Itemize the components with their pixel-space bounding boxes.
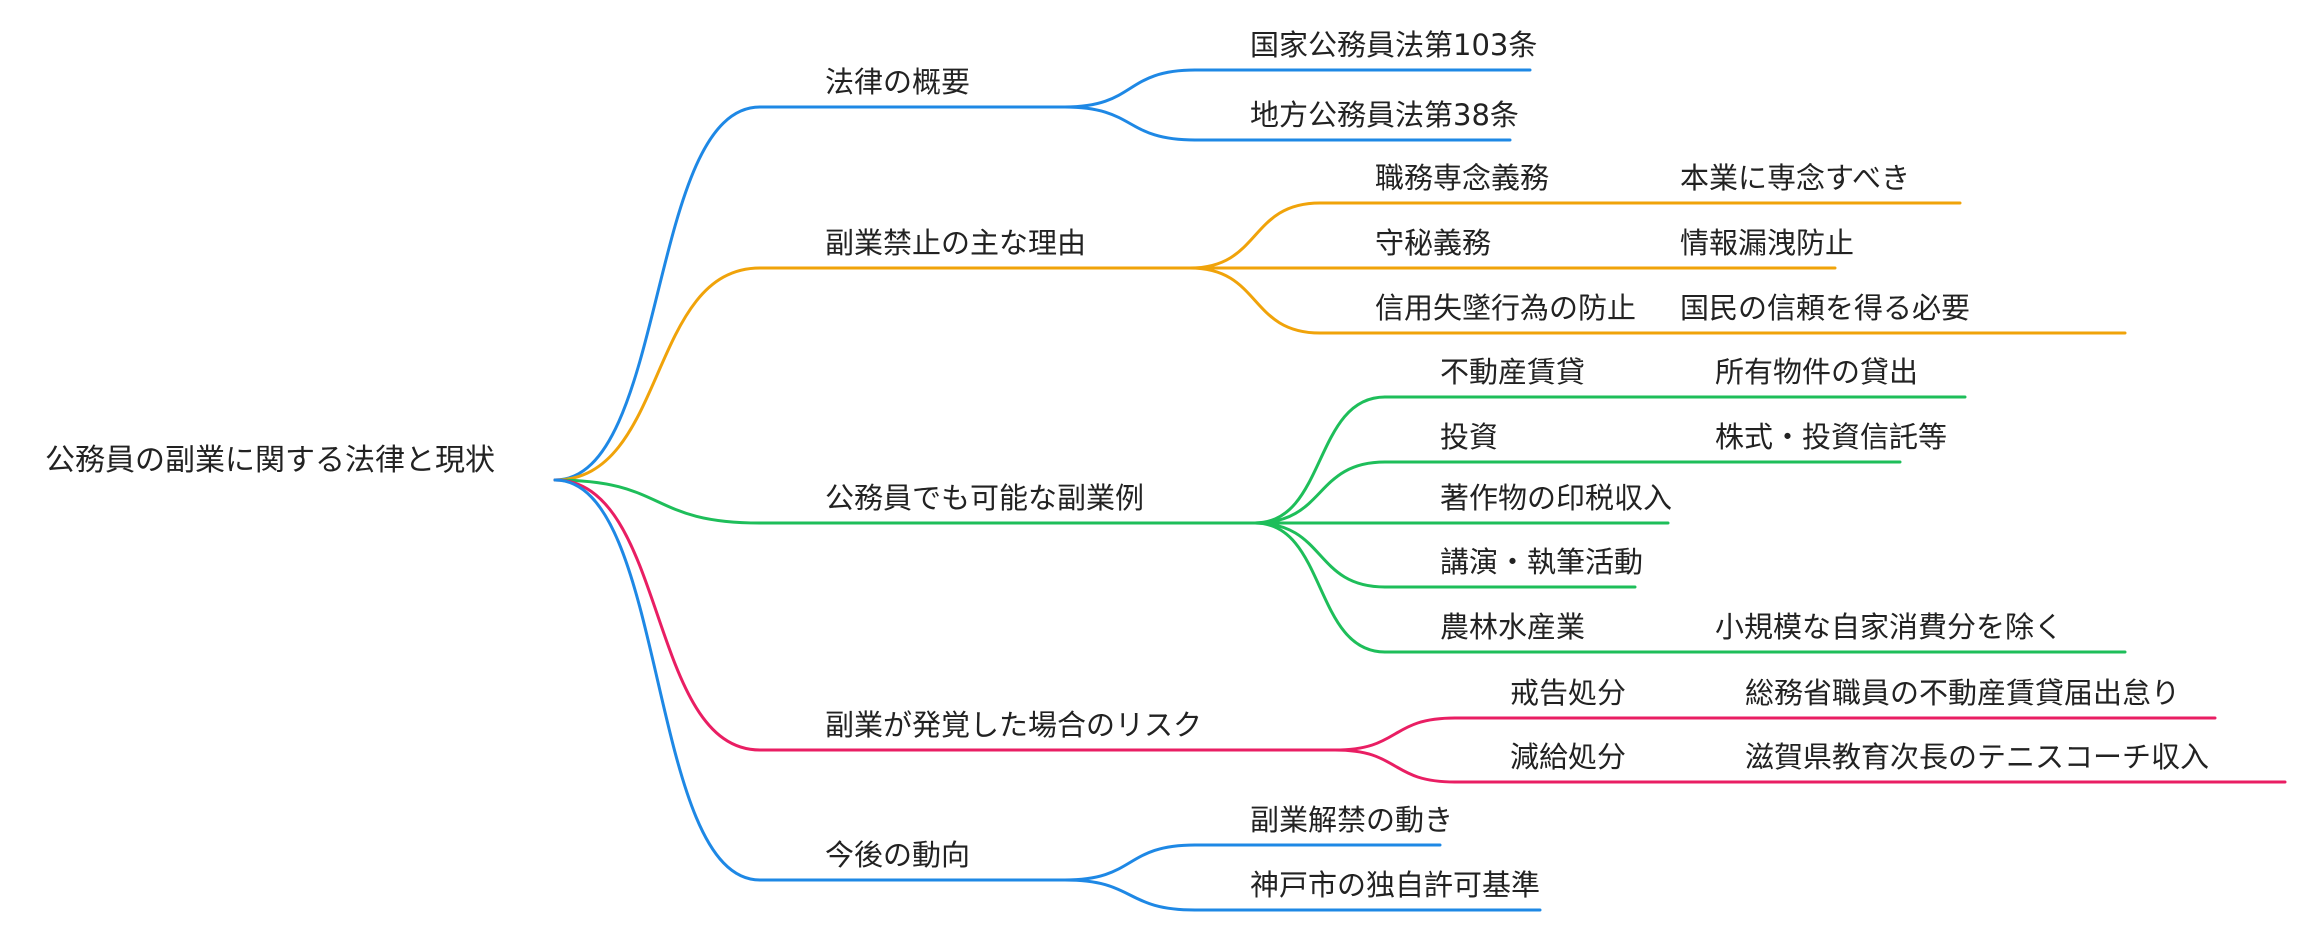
branch-2-child-3-label: 信用失墜行為の防止 [1375, 291, 1636, 325]
edge-root-branch-5 [553, 478, 762, 882]
branch-4-label: 副業が発覚した場合のリスク [825, 708, 1202, 742]
edge-branch-1-child-2 [1063, 105, 1197, 142]
branch-1-child-2-label: 地方公務員法第38条 [1250, 98, 1519, 132]
edge-branch-2-child-1 [1188, 201, 1322, 270]
edge-branch-3-child-5 [1253, 521, 1387, 654]
branch-3-child-5-label: 農林水産業 [1440, 610, 1585, 644]
branch-2-child-1-label: 職務専念義務 [1375, 161, 1549, 195]
branch-3-child-5-detail: 小規模な自家消費分を除く [1715, 610, 2063, 644]
branch-4-child-1-detail: 総務省職員の不動産賃貸届出怠り [1745, 676, 2180, 710]
branch-3-child-2-label: 投資 [1440, 420, 1498, 454]
branch-2-child-2-label: 守秘義務 [1375, 226, 1491, 260]
branch-2-child-2-detail: 情報漏洩防止 [1680, 226, 1854, 260]
edge-branch-5-child-1 [1063, 843, 1197, 882]
branch-5-label: 今後の動向 [825, 838, 970, 872]
branch-5-child-1-label: 副業解禁の動き [1250, 803, 1453, 837]
edge-root-branch-1 [553, 105, 762, 482]
branch-3-child-4-label: 講演・執筆活動 [1440, 545, 1643, 579]
edge-branch-3-child-4 [1253, 521, 1387, 589]
branch-2-label: 副業禁止の主な理由 [825, 226, 1086, 260]
branch-4-child-1-label: 戒告処分 [1510, 676, 1626, 710]
branch-3-child-1-detail: 所有物件の貸出 [1715, 355, 1918, 389]
branch-1-label: 法律の概要 [825, 65, 970, 99]
mindmap-labels: 公務員の副業に関する法律と現状 法律の概要 国家公務員法第103条地方公務員法第3… [45, 28, 2209, 902]
branch-2-child-3-detail: 国民の信頼を得る必要 [1680, 291, 1970, 325]
edge-root-branch-2 [553, 266, 762, 482]
branch-3-child-3-label: 著作物の印税収入 [1440, 481, 1672, 515]
branch-4-child-2-detail: 滋賀県教育次長のテニスコーチ収入 [1745, 740, 2209, 774]
mindmap-edges [553, 68, 1457, 912]
branch-3-label: 公務員でも可能な副業例 [825, 481, 1144, 515]
branch-5-child-2-label: 神戸市の独自許可基準 [1250, 868, 1540, 902]
edge-branch-4-child-1 [1333, 716, 1457, 752]
mindmap-underlines [758, 68, 2287, 912]
edge-branch-2-child-3 [1188, 266, 1322, 335]
branch-2-child-1-detail: 本業に専念すべき [1680, 161, 1910, 195]
edge-root-branch-3 [553, 478, 762, 525]
edge-branch-4-child-2 [1333, 748, 1457, 784]
edge-root-branch-4 [553, 478, 762, 752]
edge-branch-3-child-1 [1253, 395, 1387, 525]
branch-3-child-2-detail: 株式・投資信託等 [1715, 420, 1947, 454]
branch-4-child-2-label: 減給処分 [1510, 740, 1626, 774]
branch-1-child-1-label: 国家公務員法第103条 [1250, 28, 1537, 62]
edge-branch-5-child-2 [1063, 878, 1197, 912]
edge-branch-1-child-1 [1063, 68, 1197, 109]
edge-branch-3-child-2 [1253, 460, 1387, 525]
branch-3-child-1-label: 不動産賃貸 [1440, 355, 1585, 389]
root-node: 公務員の副業に関する法律と現状 [45, 443, 495, 478]
